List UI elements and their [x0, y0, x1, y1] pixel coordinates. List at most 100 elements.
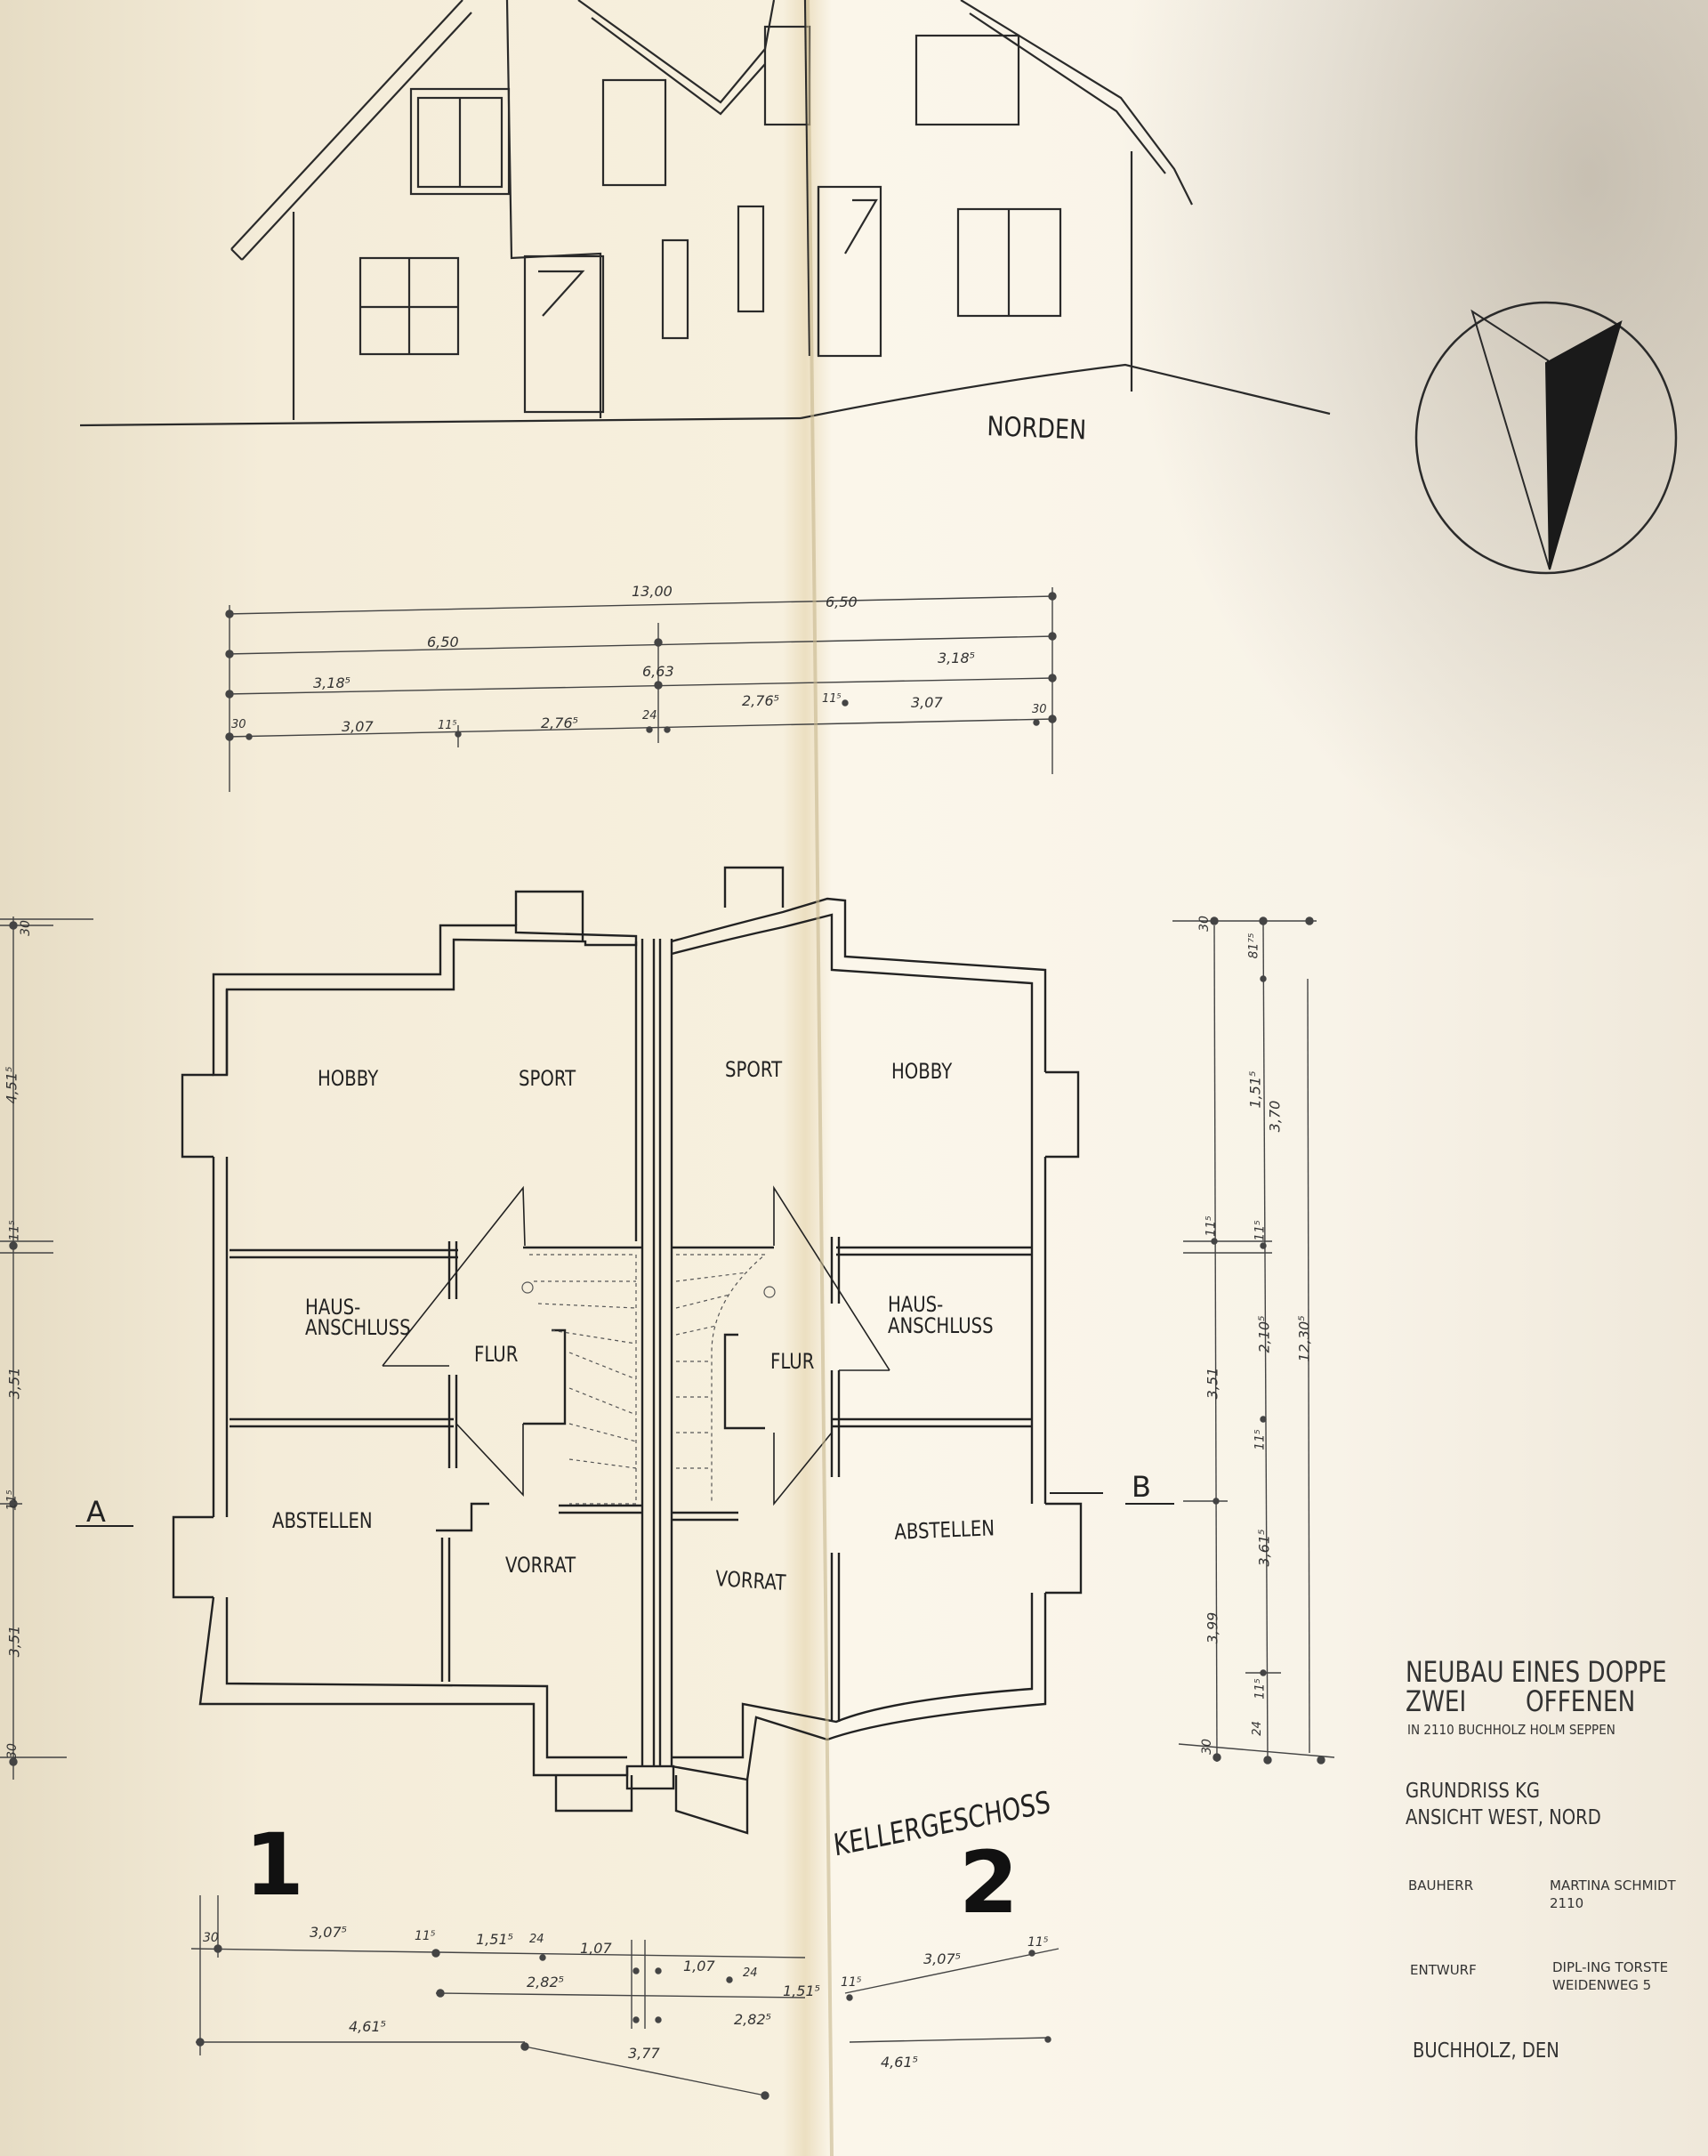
room-hausanschluss-left-line2: ANSCHLUSS — [305, 1315, 411, 1340]
unit-number-2: 2 — [959, 1833, 1019, 1933]
dim-top-11-left: 11⁵ — [438, 719, 457, 732]
dim-top-11-right: 11⁵ — [822, 692, 842, 706]
dim-bottom-4615-left: 4,61⁵ — [349, 2018, 387, 2035]
room-abstellen-right: ABSTELLEN — [894, 1515, 995, 1545]
dim-bottom-2825-left: 2,82⁵ — [527, 1974, 565, 1990]
dim-top-318-left: 3,18⁵ — [313, 674, 351, 691]
dim-bottom-115-right: 11⁵ — [1027, 1935, 1049, 1950]
place-date: BUCHHOLZ, DEN — [1413, 2039, 1559, 2063]
north-arrow-compass-icon — [1414, 301, 1678, 575]
bauherr-label: BAUHERR — [1408, 1877, 1474, 1894]
outer-wall-bottom-right — [671, 1593, 1047, 1781]
dim-right-351: 3,51 — [1204, 1367, 1221, 1400]
ground-line — [79, 416, 802, 427]
dimension-lines-bottom — [190, 1895, 1059, 2100]
north-elevation — [79, 0, 1331, 427]
roof-left-outer — [230, 0, 463, 250]
room-vorrat-right: VORRAT — [714, 1566, 787, 1596]
bauherr-value1: MARTINA SCHMIDT — [1550, 1877, 1676, 1894]
dim-right-3615: 3,61⁵ — [1255, 1529, 1273, 1567]
dim-left-4515: 4,51⁵ — [3, 1066, 20, 1104]
dim-right-115-b: 11⁵ — [1253, 1220, 1268, 1241]
flur-arrow-down-right — [773, 1432, 833, 1506]
dim-top-2765-right: 2,76⁵ — [742, 692, 780, 709]
wall-flur-right — [723, 1333, 765, 1430]
dim-bottom-24-right: 24 — [743, 1966, 758, 1980]
light-well-top-right — [723, 866, 785, 908]
roof-middle-inner — [591, 17, 766, 116]
dim-right-115-d: 11⁵ — [1253, 1678, 1268, 1700]
dim-top-307-left: 3,07 — [342, 718, 374, 735]
dim-right-399: 3,99 — [1204, 1611, 1221, 1644]
dormer-window-left — [409, 87, 511, 196]
dim-top-half-left: 6,50 — [427, 634, 459, 650]
plan-line2: ANSICHT WEST, NORD — [1406, 1806, 1601, 1829]
door-glass — [538, 270, 585, 317]
roof-right — [960, 0, 1193, 206]
dim-bottom-115-left: 11⁵ — [415, 1929, 436, 1943]
window-narrow-1 — [661, 238, 689, 340]
room-abstellen-left: ABSTELLEN — [272, 1508, 373, 1533]
dim-right-30-bottom: 30 — [1199, 1739, 1214, 1755]
dim-top-overall: 13,00 — [632, 583, 673, 600]
caption-guide — [831, 1805, 1042, 1869]
room-flur-left: FLUR — [474, 1342, 519, 1367]
dim-top-2765-left: 2,76⁵ — [541, 715, 579, 731]
dim-top-663: 6,63 — [642, 663, 674, 680]
dim-left-30: 30 — [18, 920, 33, 936]
wall-flur-left — [523, 1328, 567, 1425]
flur-arrow-up-left — [382, 1185, 526, 1367]
window-well-right — [1045, 1070, 1080, 1159]
dim-bottom-1515-left: 1,51⁵ — [476, 1931, 514, 1948]
section-marks — [76, 1492, 1174, 1527]
dim-right-30-top: 30 — [1196, 916, 1212, 932]
entwurf-value1: DIPL-ING TORSTE — [1552, 1959, 1669, 1975]
bauherr-value2: 2110 — [1550, 1895, 1584, 1911]
dim-right-370: 3,70 — [1266, 1100, 1284, 1133]
plan-line1: GRUNDRISS KG — [1406, 1780, 1541, 1803]
dim-right-12305: 12,30⁵ — [1295, 1315, 1313, 1362]
dim-bottom-30: 30 — [203, 1931, 219, 1945]
elevation-label-norden: NORDEN — [986, 411, 1087, 447]
room-hausanschluss-left-line1: HAUS- — [305, 1295, 361, 1320]
outer-wall-bottom-left-inner — [225, 1597, 627, 1759]
unit-number-1: 1 — [245, 1815, 304, 1915]
entwurf-label: ENTWURF — [1410, 1962, 1477, 1978]
dimension-lines-top — [225, 587, 1057, 792]
dormer-window-midright — [763, 25, 811, 126]
floor-plan-kellergeschoss — [172, 866, 1083, 1835]
staircase — [521, 1254, 776, 1505]
room-sport-right: SPORT — [725, 1057, 783, 1082]
outer-wall-top-right — [671, 897, 1047, 1072]
dim-bottom-107-right: 1,07 — [683, 1958, 715, 1974]
wall-step — [436, 1502, 489, 1532]
room-flur-right: FLUR — [770, 1349, 815, 1374]
light-well-bottom-left — [554, 1775, 633, 1813]
roof-eave — [230, 248, 243, 261]
dim-bottom-4615-right: 4,61⁵ — [881, 2054, 919, 2071]
dim-left-351: 3,51 — [5, 1367, 23, 1400]
dimension-lines-right — [1172, 917, 1335, 1764]
title-location: IN 2110 BUCHHOLZ HOLM SEPPEN — [1407, 1722, 1615, 1738]
dim-top-24: 24 — [642, 709, 657, 723]
dim-left-115-b: 11⁵ — [4, 1490, 20, 1511]
dormer-window-mid — [601, 78, 667, 187]
outer-wall-bottom-left — [198, 1596, 629, 1777]
dim-bottom-3075-left: 3,07⁵ — [310, 1924, 348, 1941]
dormer-window-right — [914, 34, 1020, 126]
roof-left-inner — [241, 12, 472, 261]
dim-left-30-b: 30 — [4, 1743, 20, 1759]
section-mark-a: A — [86, 1495, 106, 1529]
dim-top-30-left: 30 — [231, 718, 246, 731]
window-well-right-lower — [1045, 1502, 1083, 1595]
dim-right-24: 24 — [1250, 1721, 1264, 1736]
room-hausanschluss-right-line2: ANSCHLUSS — [888, 1313, 994, 1338]
dimension-lines-left — [0, 917, 93, 1780]
title-line2: ZWEI OFFENEN — [1406, 1684, 1636, 1718]
dim-top-307-right: 3,07 — [911, 694, 943, 711]
roof-middle — [577, 0, 776, 104]
door-right — [817, 185, 882, 358]
light-well-bottom-right — [674, 1775, 749, 1835]
flur-arrow-down-left — [455, 1423, 524, 1498]
